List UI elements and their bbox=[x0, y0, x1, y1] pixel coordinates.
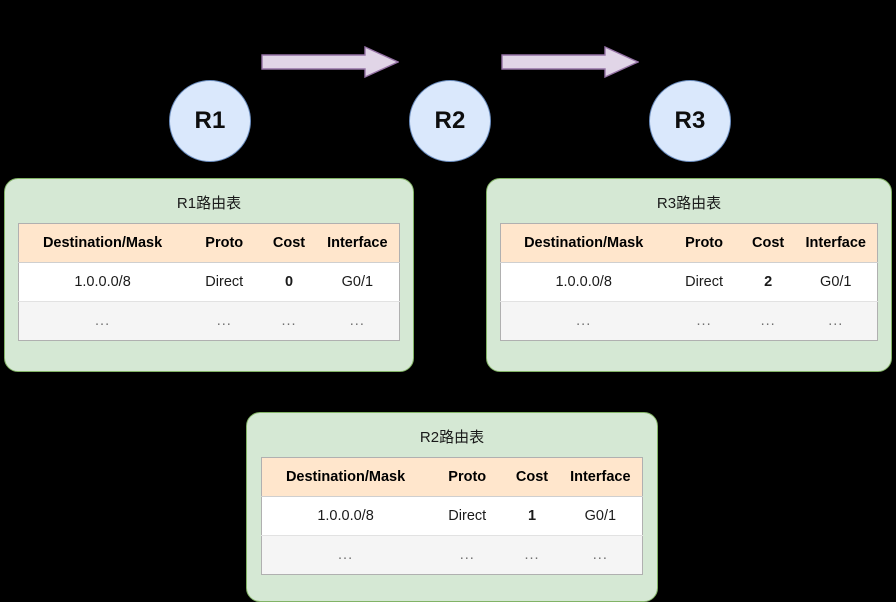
table-row: 1.0.0.0/8 Direct 2 G0/1 bbox=[500, 262, 878, 302]
router-node-r2[interactable]: R2 bbox=[409, 80, 491, 162]
cell-destination: 1.0.0.0/8 bbox=[18, 262, 187, 302]
table-row: ... ... ... ... bbox=[261, 535, 643, 575]
cell-proto: Direct bbox=[186, 262, 263, 302]
cell-destination: 1.0.0.0/8 bbox=[500, 262, 667, 302]
table-row: ... ... ... ... bbox=[18, 301, 400, 341]
routing-table-panel-r1: R1路由表 Destination/Mask Proto Cost Interf… bbox=[4, 178, 414, 372]
cell-proto: Direct bbox=[429, 496, 506, 536]
column-header-interface: Interface bbox=[794, 223, 878, 264]
table-header-row: Destination/Mask Proto Cost Interface bbox=[18, 223, 400, 264]
cell-interface: G0/1 bbox=[315, 262, 400, 302]
panel-title: R3路由表 bbox=[656, 195, 722, 212]
table-header-row: Destination/Mask Proto Cost Interface bbox=[261, 457, 643, 498]
right-arrow-icon bbox=[501, 46, 639, 78]
right-arrow-icon bbox=[261, 46, 399, 78]
cell-cost: ... bbox=[262, 301, 316, 341]
router-label: R3 bbox=[674, 107, 706, 134]
cell-proto: ... bbox=[429, 535, 506, 575]
routing-table: Destination/Mask Proto Cost Interface 1.… bbox=[261, 457, 643, 576]
cell-interface: ... bbox=[315, 301, 400, 341]
column-header-cost: Cost bbox=[741, 223, 795, 264]
cell-proto: Direct bbox=[666, 262, 742, 302]
column-header-destination: Destination/Mask bbox=[18, 223, 187, 264]
cell-proto: ... bbox=[666, 301, 742, 341]
column-header-destination: Destination/Mask bbox=[500, 223, 667, 264]
cell-cost: 2 bbox=[741, 262, 795, 302]
cell-interface: ... bbox=[558, 535, 643, 575]
routing-table-panel-r2: R2路由表 Destination/Mask Proto Cost Interf… bbox=[246, 412, 658, 602]
router-node-r1[interactable]: R1 bbox=[169, 80, 251, 162]
table-row: ... ... ... ... bbox=[500, 301, 878, 341]
router-label: R2 bbox=[434, 107, 466, 134]
routing-table-panel-r3: R3路由表 Destination/Mask Proto Cost Interf… bbox=[486, 178, 892, 372]
column-header-proto: Proto bbox=[429, 457, 506, 498]
panel-title: R1路由表 bbox=[176, 195, 242, 212]
cell-interface: G0/1 bbox=[794, 262, 878, 302]
routing-table: Destination/Mask Proto Cost Interface 1.… bbox=[500, 223, 878, 342]
column-header-destination: Destination/Mask bbox=[261, 457, 430, 498]
flow-arrow-r2-to-r3 bbox=[501, 46, 639, 78]
routing-table: Destination/Mask Proto Cost Interface 1.… bbox=[18, 223, 400, 342]
cell-cost: 1 bbox=[505, 496, 559, 536]
column-header-proto: Proto bbox=[186, 223, 263, 264]
column-header-cost: Cost bbox=[505, 457, 559, 498]
column-header-interface: Interface bbox=[558, 457, 643, 498]
cell-cost: ... bbox=[741, 301, 795, 341]
panel-title: R2路由表 bbox=[419, 429, 485, 446]
cell-destination: ... bbox=[261, 535, 430, 575]
cell-destination: ... bbox=[18, 301, 187, 341]
column-header-cost: Cost bbox=[262, 223, 316, 264]
router-node-r3[interactable]: R3 bbox=[649, 80, 731, 162]
table-row: 1.0.0.0/8 Direct 1 G0/1 bbox=[261, 496, 643, 536]
cell-interface: ... bbox=[794, 301, 878, 341]
column-header-proto: Proto bbox=[666, 223, 742, 264]
cell-cost: ... bbox=[505, 535, 559, 575]
cell-cost: 0 bbox=[262, 262, 316, 302]
flow-arrow-r1-to-r2 bbox=[261, 46, 399, 78]
cell-interface: G0/1 bbox=[558, 496, 643, 536]
cell-proto: ... bbox=[186, 301, 263, 341]
table-row: 1.0.0.0/8 Direct 0 G0/1 bbox=[18, 262, 400, 302]
column-header-interface: Interface bbox=[315, 223, 400, 264]
table-header-row: Destination/Mask Proto Cost Interface bbox=[500, 223, 878, 264]
cell-destination: 1.0.0.0/8 bbox=[261, 496, 430, 536]
router-label: R1 bbox=[194, 107, 226, 134]
cell-destination: ... bbox=[500, 301, 667, 341]
